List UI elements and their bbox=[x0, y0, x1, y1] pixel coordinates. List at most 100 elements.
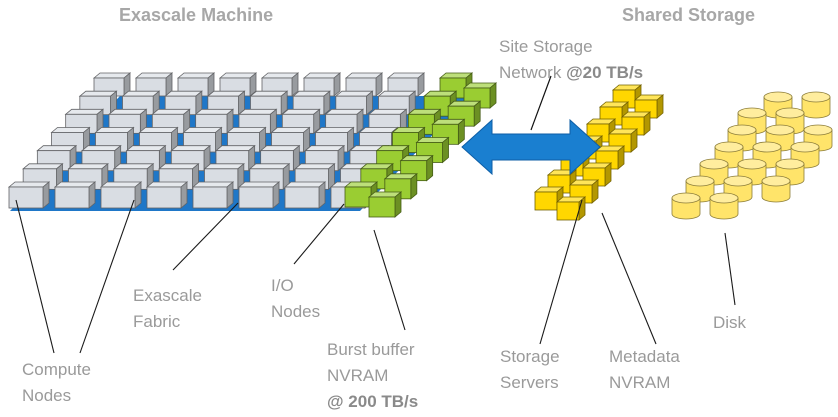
cube-front bbox=[54, 186, 90, 209]
cube-side bbox=[489, 82, 497, 109]
burst-buffer-label: Burst buffer NVRAM @ 200 TB/s bbox=[327, 337, 418, 415]
cube-top bbox=[248, 163, 291, 170]
compute-node bbox=[237, 181, 281, 209]
disk-top bbox=[775, 158, 805, 170]
compute-label-line1: Compute bbox=[22, 360, 91, 379]
storage-servers-line2: Servers bbox=[500, 373, 559, 392]
cube-side bbox=[42, 181, 50, 209]
disk-top bbox=[723, 175, 753, 187]
network-label-bandwidth: @20 TB/s bbox=[566, 63, 644, 82]
callout-line bbox=[79, 199, 135, 354]
cube-side bbox=[410, 172, 418, 200]
disk-top bbox=[765, 124, 795, 136]
metadata-line1: Metadata bbox=[609, 347, 680, 366]
cube-top bbox=[259, 145, 301, 152]
callout-line bbox=[15, 199, 55, 354]
cube-side bbox=[134, 181, 142, 209]
disk-array bbox=[671, 91, 833, 220]
io-nodes-label: I/O Nodes bbox=[271, 273, 320, 325]
cube-side bbox=[394, 191, 402, 218]
cube-top bbox=[304, 145, 346, 152]
compute-node bbox=[145, 181, 189, 209]
callout-line bbox=[293, 203, 345, 265]
fabric-label-line1: Exascale bbox=[133, 286, 202, 305]
compute-node bbox=[99, 181, 143, 209]
cube-top bbox=[7, 181, 51, 188]
cube-top bbox=[67, 163, 109, 170]
cube-top bbox=[191, 181, 235, 188]
cube-top bbox=[53, 181, 97, 188]
cube-top bbox=[158, 163, 200, 170]
io-label-line2: Nodes bbox=[271, 302, 321, 321]
cube-top bbox=[99, 181, 143, 188]
disk-top bbox=[775, 107, 805, 119]
metadata-nvram-label: Metadata NVRAM bbox=[609, 344, 680, 396]
cube-front bbox=[238, 186, 274, 209]
cube-top bbox=[203, 163, 245, 170]
storage-servers-line1: Storage bbox=[500, 347, 560, 366]
disk-top bbox=[763, 91, 793, 103]
cube-top bbox=[283, 181, 327, 188]
callout-line bbox=[172, 202, 239, 271]
network-label-line2: Network @20 TB/s bbox=[499, 60, 643, 86]
cube-top bbox=[36, 145, 78, 152]
cube-side bbox=[272, 181, 280, 209]
disk-top bbox=[752, 141, 782, 153]
cube-top bbox=[80, 145, 122, 152]
compute-node bbox=[53, 181, 97, 209]
cube-front bbox=[368, 196, 396, 218]
io-node-grid bbox=[343, 72, 498, 218]
compute-node bbox=[302, 72, 342, 97]
disk-top bbox=[737, 107, 767, 119]
disk-top bbox=[709, 192, 739, 204]
network-label-prefix: Network bbox=[499, 63, 567, 82]
cube-front bbox=[192, 186, 228, 209]
cube-top bbox=[112, 163, 155, 170]
burst-label-line3-wrap: @ 200 TB/s bbox=[327, 389, 418, 415]
site-storage-network-arrow bbox=[461, 75, 601, 176]
disk-top bbox=[761, 175, 791, 187]
cube-side bbox=[180, 181, 188, 209]
network-callout-line bbox=[530, 75, 552, 131]
cube-top bbox=[237, 181, 281, 188]
storage-server bbox=[620, 111, 652, 136]
io-node bbox=[367, 191, 403, 218]
cube-front bbox=[146, 186, 182, 209]
network-double-arrow bbox=[461, 118, 601, 176]
cube-side bbox=[426, 154, 434, 182]
cube-side bbox=[457, 118, 465, 146]
disk-top bbox=[714, 141, 744, 153]
cube-front bbox=[284, 186, 320, 209]
disk-cylinder bbox=[671, 192, 701, 220]
cube-front bbox=[100, 186, 136, 209]
io-label-line1: I/O bbox=[271, 276, 294, 295]
exascale-fabric-label: Exascale Fabric bbox=[133, 283, 202, 335]
compute-nodes-label: Compute Nodes bbox=[22, 357, 91, 409]
disk-top bbox=[727, 124, 757, 136]
disk-body bbox=[761, 180, 791, 203]
metadata-line2: NVRAM bbox=[609, 373, 671, 392]
network-label-line1: Site Storage bbox=[499, 37, 593, 56]
disk-top bbox=[699, 158, 729, 170]
burst-label-line1: Burst buffer bbox=[327, 340, 415, 359]
callout-line bbox=[724, 232, 736, 306]
cube-side bbox=[226, 181, 234, 209]
cube-front bbox=[8, 186, 44, 209]
disk-top bbox=[737, 158, 767, 170]
disk-cylinder bbox=[709, 192, 739, 220]
disk-top bbox=[685, 175, 715, 187]
storage-servers-label: Storage Servers bbox=[500, 344, 560, 396]
cube-top bbox=[145, 181, 189, 188]
compute-node-grid bbox=[7, 72, 426, 209]
io-node bbox=[431, 118, 466, 146]
cube-side bbox=[442, 136, 449, 164]
compute-node bbox=[7, 181, 51, 209]
callout-line bbox=[601, 212, 657, 345]
disk-top bbox=[803, 124, 833, 136]
fabric-label-line2: Fabric bbox=[133, 312, 181, 331]
cube-front bbox=[534, 191, 558, 211]
storage-server-grid bbox=[533, 84, 665, 221]
disk-top bbox=[801, 91, 831, 103]
burst-label-bandwidth: @ 200 TB/s bbox=[327, 392, 419, 411]
